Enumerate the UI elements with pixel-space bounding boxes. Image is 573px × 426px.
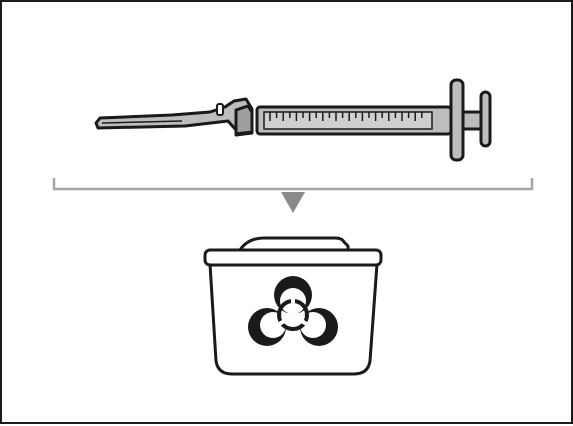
arrow-head	[281, 192, 305, 213]
finger-flange	[451, 80, 463, 160]
bracket-line	[54, 178, 532, 189]
sharps-disposal-container-icon	[205, 238, 381, 374]
container-lid-top	[240, 238, 348, 250]
down-arrow-icon	[54, 178, 532, 213]
needle-cap	[96, 99, 252, 135]
plunger-head	[481, 92, 490, 146]
container-lid	[205, 250, 381, 265]
syringe-icon	[96, 80, 490, 160]
